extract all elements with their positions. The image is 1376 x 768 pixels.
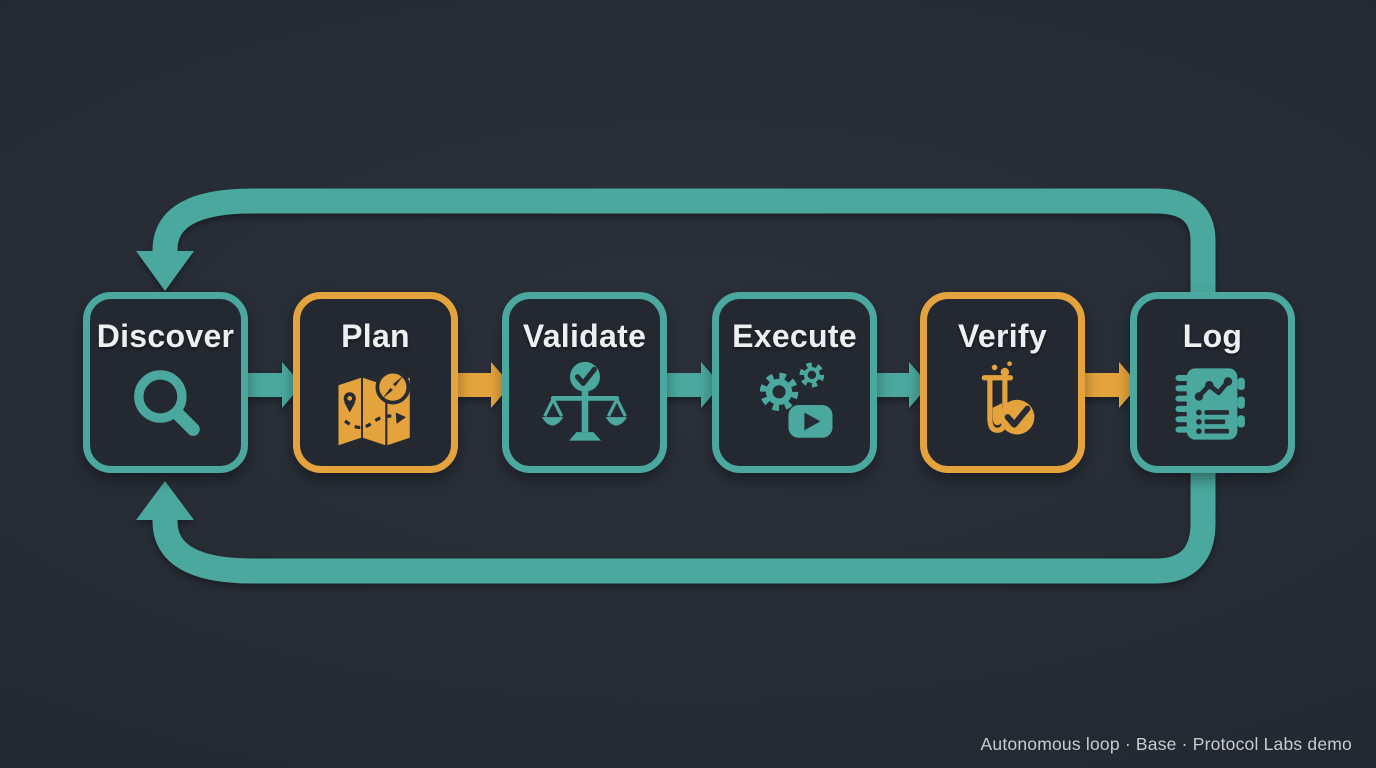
node-label: Log <box>1182 318 1243 354</box>
arrow-execute-verify-icon <box>869 362 929 408</box>
node-label: Plan <box>341 318 410 354</box>
magnifier-icon <box>133 370 200 436</box>
arrow-discover-plan-icon <box>240 362 302 408</box>
arrow-plan-validate-icon <box>450 362 511 408</box>
node-verify: Verify <box>920 292 1085 473</box>
node-label: Execute <box>732 318 857 354</box>
node-execute: Execute <box>712 292 877 473</box>
map-compass-icon <box>338 369 410 446</box>
notebook-chart-icon <box>1175 368 1245 440</box>
node-label: Discover <box>96 318 235 354</box>
loop-bottom-band <box>152 469 1216 584</box>
node-validate: Validate <box>502 292 667 473</box>
node-discover: Discover <box>83 292 248 473</box>
gears-play-icon <box>759 362 832 438</box>
loop-bottom-arrowhead-icon <box>136 481 194 520</box>
node-label: Validate <box>522 318 647 354</box>
scales-check-icon <box>541 361 627 441</box>
loop-top-band <box>152 188 1216 296</box>
arrow-validate-execute-icon <box>659 362 721 408</box>
footer-caption: Autonomous loop · Base · Protocol Labs d… <box>980 734 1352 754</box>
test-tube-check-icon <box>981 361 1034 435</box>
arrow-verify-log-icon <box>1077 362 1139 408</box>
loop-top-arrowhead-icon <box>136 251 194 291</box>
node-plan: Plan <box>293 292 458 473</box>
node-log: Log <box>1130 292 1295 473</box>
node-label: Verify <box>958 318 1047 354</box>
